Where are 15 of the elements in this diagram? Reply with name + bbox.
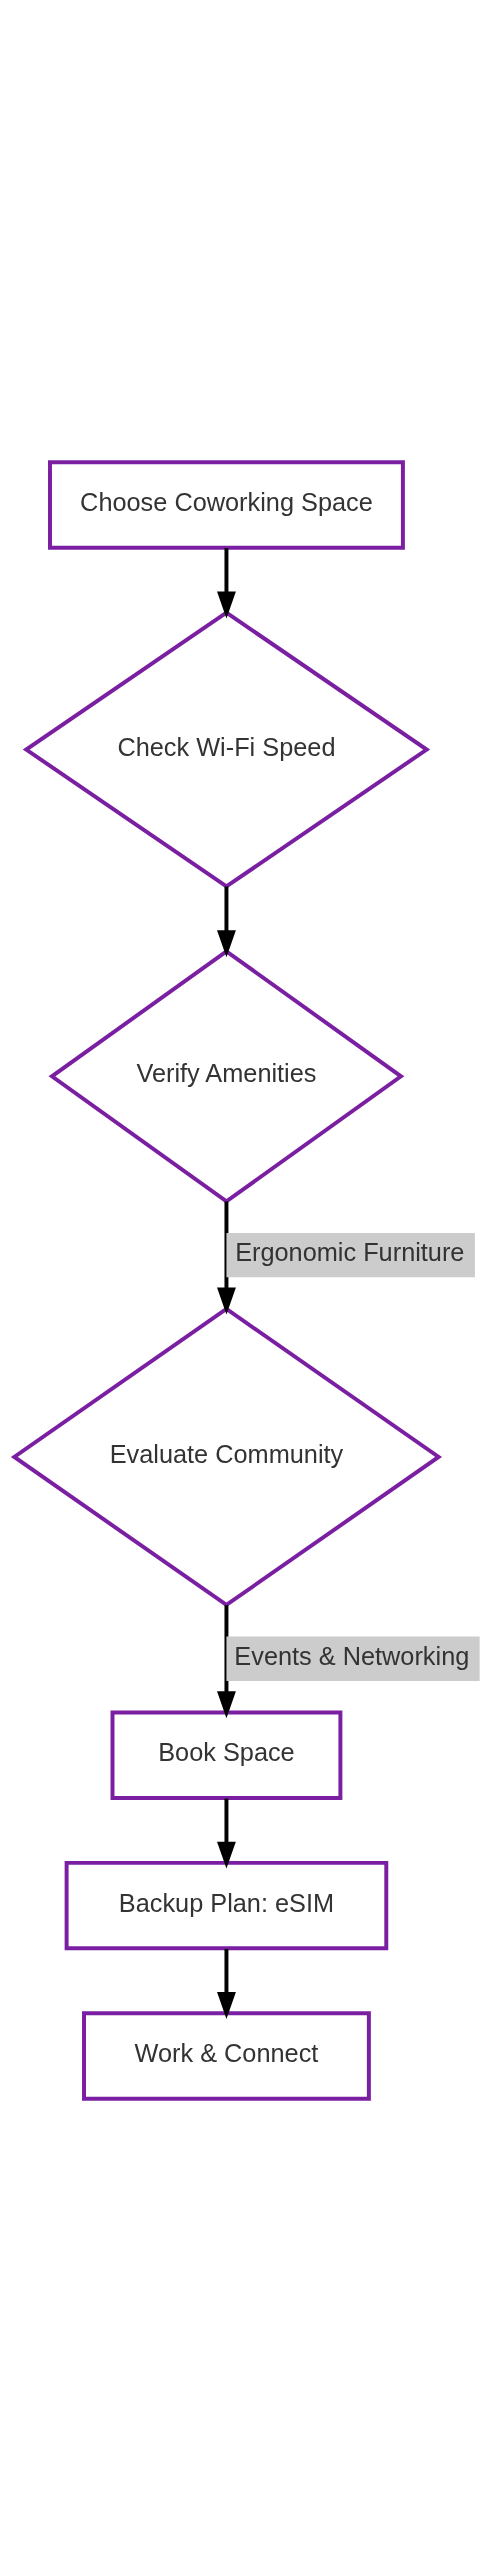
node-box: Backup Plan: eSIM <box>64 1860 389 1950</box>
arrow <box>217 1798 236 1869</box>
arrow <box>217 547 236 619</box>
arrow <box>217 1948 236 2019</box>
arrow <box>217 1201 236 1314</box>
node-box: Work & Connect <box>82 2010 371 2101</box>
node-box: Book Space <box>110 1710 343 1800</box>
node-box: Choose Coworking Space <box>48 459 405 550</box>
node-diamond: Verify Amenities <box>48 948 405 1204</box>
edge-label: Events & Networking <box>234 1641 470 1670</box>
arrow <box>217 1604 236 1718</box>
arrow <box>217 886 236 957</box>
node-diamond: Check Wi-Fi Speed <box>22 609 431 889</box>
node-diamond: Evaluate Community <box>10 1306 443 1607</box>
edge-label: Ergonomic Furniture <box>235 1237 465 1266</box>
